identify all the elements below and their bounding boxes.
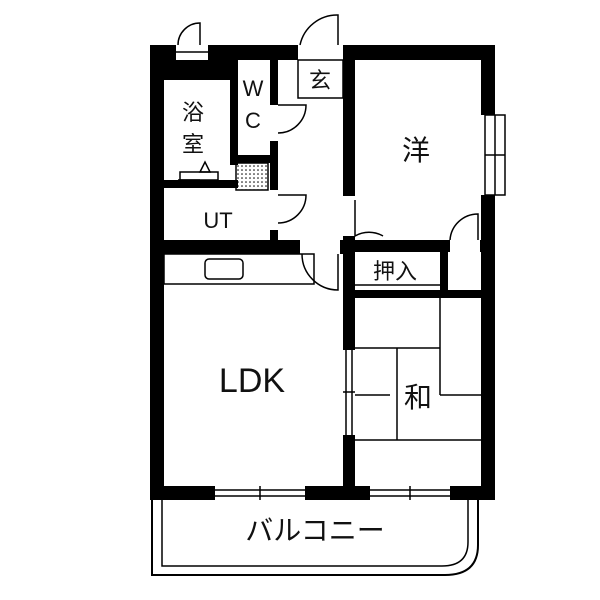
balcony-outline (151, 500, 479, 576)
top-openings (176, 45, 343, 60)
sliding-door (343, 350, 355, 435)
top-door-arcs (177, 14, 339, 46)
tatami-lines (355, 298, 481, 441)
western-window (481, 114, 506, 196)
room-label-wc-bottom: C (245, 108, 261, 133)
kitchen-counter (163, 253, 315, 285)
room-label-balcony: バルコニー (245, 515, 384, 546)
room-label-western: 洋 (402, 135, 430, 166)
washer-pad (235, 162, 269, 191)
bath-details (179, 160, 219, 181)
bottom-windows (215, 486, 450, 500)
room-label-bath-bottom: 室 (182, 132, 204, 157)
room-label-bath-top: 浴 (182, 100, 204, 125)
closet-lines (355, 284, 440, 298)
room-label-japanese: 和 (404, 382, 432, 413)
room-label-closet: 押入 (373, 259, 417, 284)
room-label-wc-top: W (243, 76, 264, 101)
entrance-box (297, 59, 344, 99)
room-label-entrance: 玄 (309, 68, 331, 93)
room-label-utility: UT (203, 208, 232, 233)
room-label-ldk: LDK (219, 362, 285, 400)
